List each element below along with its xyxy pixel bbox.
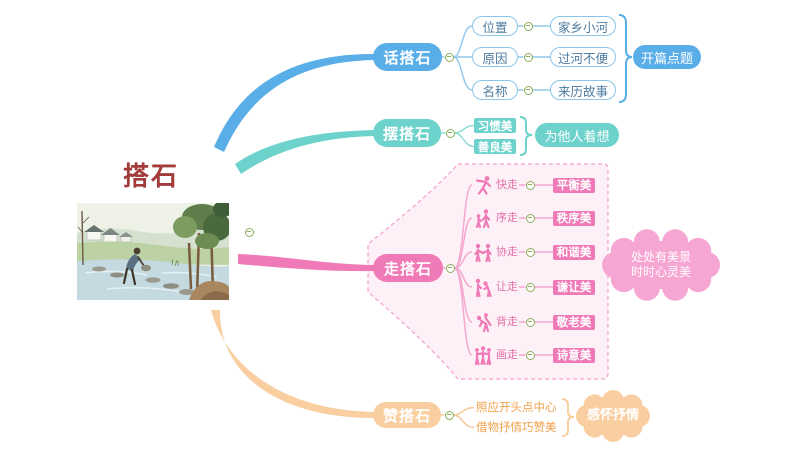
- walk-row-label[interactable]: 画走: [496, 348, 518, 361]
- collapse-toggle-walk-row[interactable]: [525, 180, 535, 190]
- walk-row-value[interactable]: 谦让美: [553, 279, 595, 295]
- central-topic-title[interactable]: 搭石: [122, 161, 179, 192]
- summary-bracket-bai: [519, 116, 533, 156]
- collapse-toggle-bai[interactable]: [445, 128, 455, 138]
- summary-bracket-hua: [618, 14, 633, 103]
- collapse-toggle-walk-row[interactable]: [525, 282, 535, 292]
- summary-zou-line-2: 时时心灵美: [630, 265, 691, 279]
- branch-connector-zan: [211, 310, 376, 419]
- summary-zou-line-1: 处处有美景: [630, 250, 691, 264]
- zan-sub-connectors: [441, 406, 475, 429]
- detail-value-location[interactable]: 家乡小河: [550, 16, 616, 36]
- collapse-toggle-zan[interactable]: [444, 410, 454, 420]
- collapse-toggle-walk-row[interactable]: [525, 317, 535, 327]
- walk-row-label[interactable]: 让走: [496, 280, 518, 293]
- collapse-toggle-walk-row[interactable]: [525, 213, 535, 223]
- bai-item-habit[interactable]: 习惯美: [474, 118, 516, 133]
- collapse-toggle-reason[interactable]: [523, 52, 533, 62]
- summary-cloud-zou: [602, 229, 720, 301]
- bai-sub-connectors: [441, 124, 475, 148]
- branch-connector-hua: [214, 53, 376, 152]
- summary-bracket-zan: [561, 398, 575, 437]
- collapse-toggle-zou[interactable]: [445, 263, 455, 273]
- piggyback-icon: [473, 312, 493, 333]
- detail-key-location[interactable]: 位置: [472, 16, 518, 36]
- collapse-toggle-walk-row[interactable]: [525, 350, 535, 360]
- walk-row-value[interactable]: 秩序美: [553, 210, 595, 226]
- summary-hua[interactable]: 开篇点题: [633, 45, 701, 69]
- detail-value-name[interactable]: 来历故事: [550, 80, 616, 100]
- group-people-icon: [473, 345, 493, 366]
- collapse-toggle-location[interactable]: [523, 21, 533, 31]
- walk-row-label[interactable]: 协走: [496, 245, 518, 258]
- summary-zou[interactable]: 处处有美景 时时心灵美: [611, 250, 711, 280]
- collapse-toggle-hua[interactable]: [444, 52, 454, 62]
- queue-people-icon: [473, 208, 493, 229]
- topic-zan-dashi[interactable]: 赞搭石: [373, 402, 441, 428]
- leaping-person-icon: [473, 175, 493, 195]
- topic-bai-dashi[interactable]: 摆搭石: [373, 119, 441, 147]
- collapse-toggle-central[interactable]: [244, 227, 254, 237]
- walk-row-label[interactable]: 序走: [496, 211, 518, 224]
- walk-row-label[interactable]: 快走: [496, 178, 518, 191]
- topic-zou-dashi[interactable]: 走搭石: [373, 254, 443, 282]
- topic-hua-dashi[interactable]: 话搭石: [373, 43, 442, 71]
- detail-key-reason[interactable]: 原因: [472, 47, 518, 67]
- collapse-toggle-walk-row[interactable]: [525, 247, 535, 257]
- detail-key-name[interactable]: 名称: [472, 80, 518, 100]
- summary-bai[interactable]: 为他人着想: [535, 123, 619, 147]
- zan-item-echo-opening[interactable]: 照应开头点中心: [476, 400, 557, 414]
- summary-cloud-zan: [576, 390, 650, 442]
- walk-row-value[interactable]: 平衡美: [553, 177, 595, 193]
- walk-row-value[interactable]: 诗意美: [553, 347, 595, 363]
- walk-row-value[interactable]: 和谐美: [553, 244, 595, 260]
- branch-connector-zou: [238, 254, 376, 272]
- zou-sub-connectors: [443, 184, 553, 356]
- detail-value-reason[interactable]: 过河不便: [550, 47, 616, 67]
- zan-item-praise[interactable]: 借物抒情巧赞美: [476, 420, 557, 434]
- yielding-people-icon: [473, 277, 493, 298]
- bai-item-kindness[interactable]: 善良美: [474, 139, 516, 154]
- hand-in-hand-icon: [473, 242, 493, 263]
- hua-sub-connectors: [442, 25, 550, 91]
- stepping-stones-illustration: [77, 203, 229, 300]
- branch-connector-bai: [235, 130, 376, 174]
- summary-zan[interactable]: 感怀抒情: [586, 408, 639, 423]
- collapse-toggle-name[interactable]: [523, 85, 533, 95]
- walk-row-label[interactable]: 背走: [496, 315, 518, 328]
- walk-row-value[interactable]: 敬老美: [553, 314, 595, 330]
